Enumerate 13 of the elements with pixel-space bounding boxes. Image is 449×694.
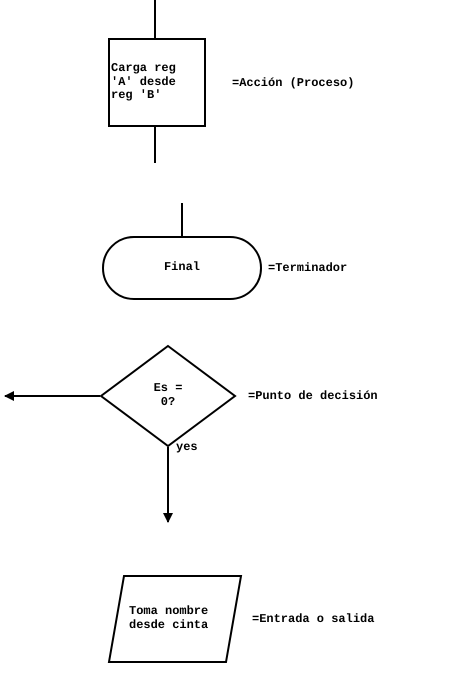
node-text: Toma nombre desde cinta — [129, 605, 210, 633]
arrow — [163, 447, 173, 523]
symbol-meaning: =Terminador — [268, 261, 348, 275]
symbol-meaning: =Punto de decisión — [248, 389, 378, 403]
connector-line — [154, 0, 156, 38]
node-text: Es = 0? — [152, 382, 184, 410]
connector-line — [181, 203, 183, 236]
connector-line — [154, 127, 156, 163]
node-text: Final — [164, 261, 200, 275]
node-text: Carga reg 'A' desde reg 'B' — [111, 62, 177, 104]
symbol-meaning: =Entrada o salida — [252, 612, 374, 626]
arrow — [4, 391, 100, 401]
symbol-meaning: =Acción (Proceso) — [232, 76, 354, 90]
